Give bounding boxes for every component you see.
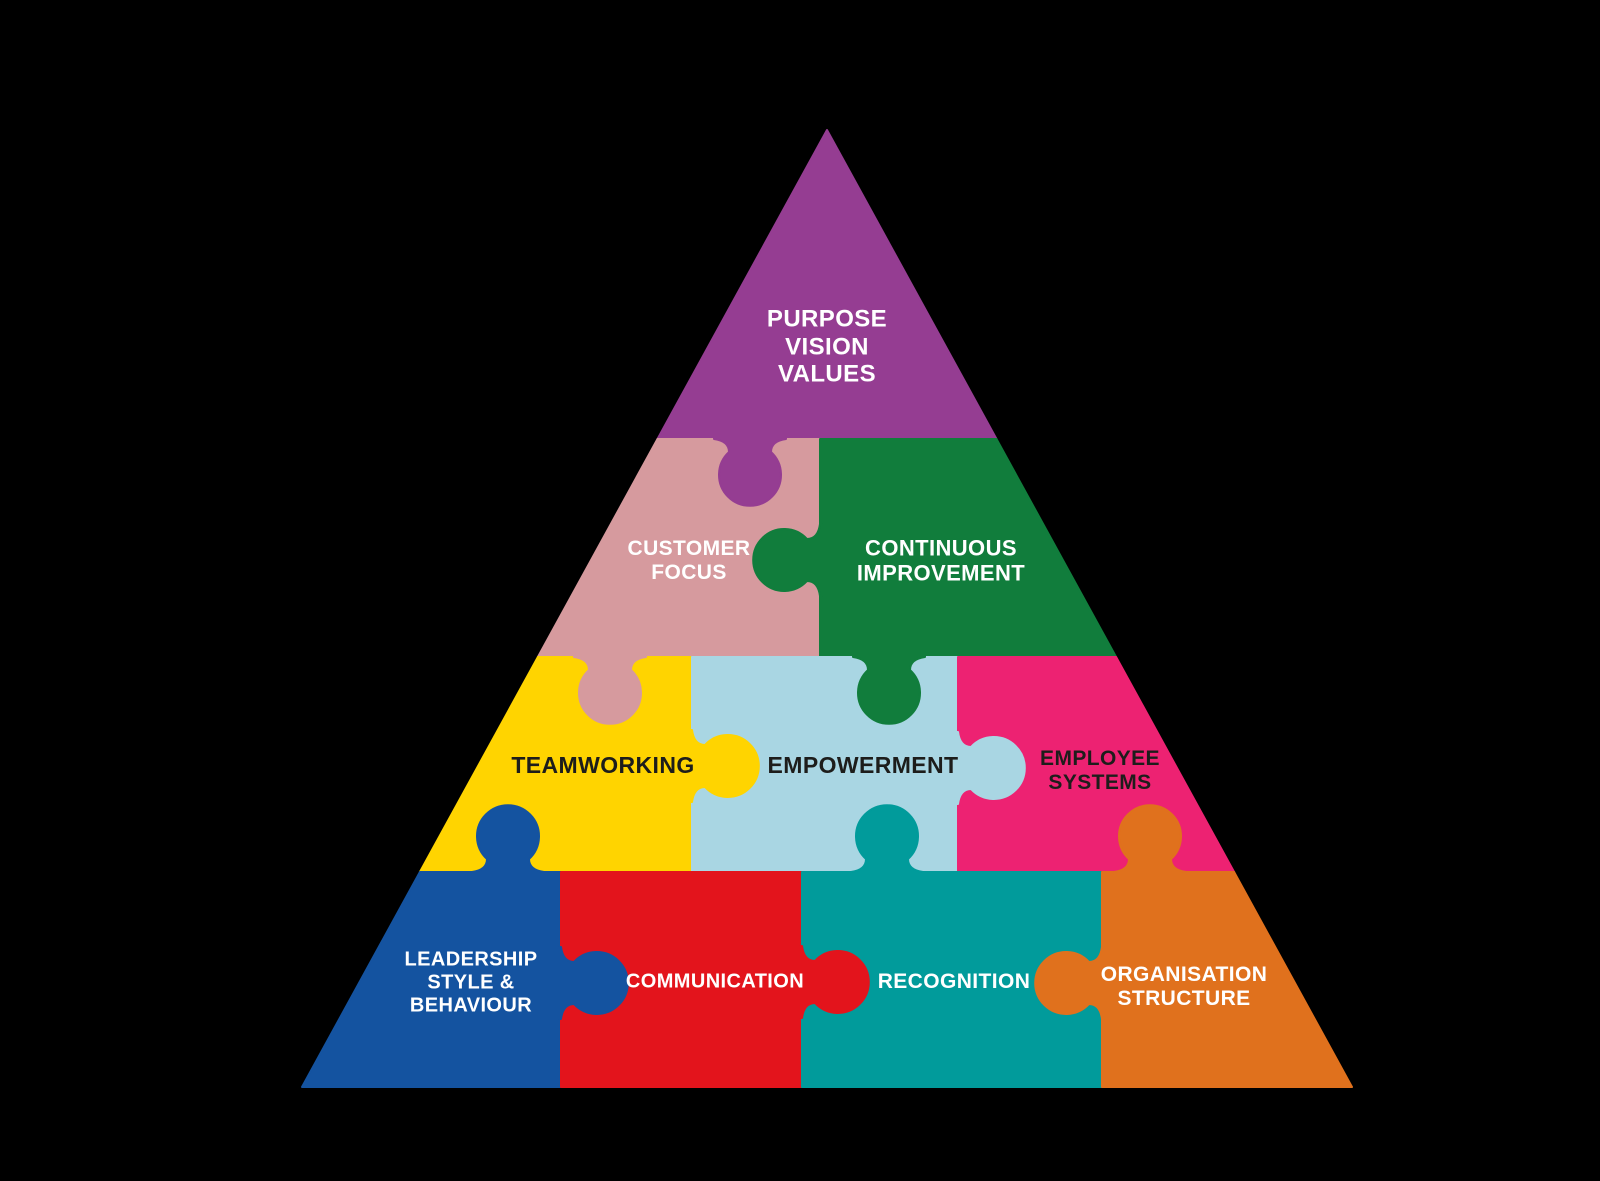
knob-teal-up [850,804,924,875]
knob-orange-up [1113,804,1187,875]
knob-green-left [752,523,823,597]
puzzle-knobs [471,436,1187,1020]
knob-red-right [799,945,870,1019]
knob-yellow-right [689,729,760,803]
knob-green-down [852,654,926,725]
knob-blue-right [558,946,629,1020]
knob-purple-down [713,436,787,507]
knob-orange-left [1034,946,1105,1020]
knob-blue-up [471,804,545,875]
knob-pink-down [573,654,647,725]
knob-lightblue-right [955,731,1026,805]
